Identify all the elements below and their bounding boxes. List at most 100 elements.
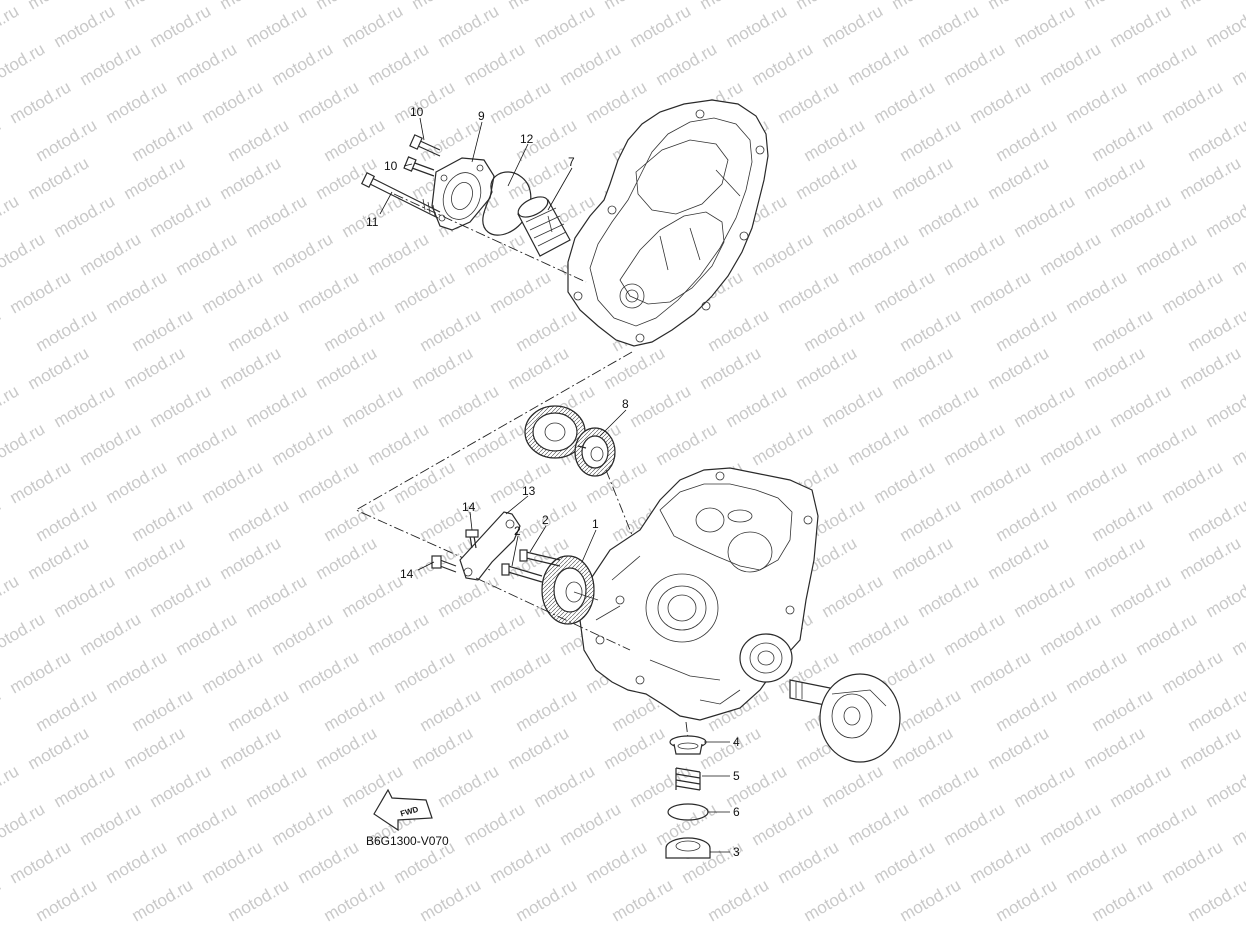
- callout-5: 5: [733, 769, 740, 783]
- watermark-text: motod.ru: [129, 875, 197, 925]
- watermark-text: motod.ru: [601, 343, 669, 393]
- watermark-text: motod.ru: [985, 343, 1053, 393]
- watermark-text: motod.ru: [243, 571, 311, 621]
- watermark-text: motod.ru: [705, 305, 773, 355]
- watermark-text: motod.ru: [993, 685, 1061, 735]
- watermark-text: motod.ru: [819, 381, 887, 431]
- watermark-text: motod.ru: [77, 609, 145, 659]
- watermark-text: motod.ru: [0, 875, 4, 925]
- watermark-text: motod.ru: [1185, 875, 1246, 925]
- watermark-text: motod.ru: [121, 0, 189, 13]
- watermark-text: motod.ru: [1133, 609, 1201, 659]
- watermark-text: motod.ru: [129, 305, 197, 355]
- watermark-text: motod.ru: [513, 685, 581, 735]
- watermark-text: motod.ru: [7, 267, 75, 317]
- watermark-text: motod.ru: [697, 723, 765, 773]
- assembly-line-drain: [685, 721, 689, 739]
- watermark-text: motod.ru: [749, 419, 817, 469]
- watermark-text: motod.ru: [435, 761, 503, 811]
- watermark-text: motod.ru: [627, 381, 695, 431]
- watermark-text: motod.ru: [749, 799, 817, 849]
- watermark-text: motod.ru: [985, 0, 1053, 13]
- watermark-text: motod.ru: [51, 571, 119, 621]
- callout-3: 3: [733, 845, 740, 859]
- watermark-text: motod.ru: [1081, 723, 1149, 773]
- watermark-text: motod.ru: [845, 609, 913, 659]
- watermark-text: motod.ru: [7, 77, 75, 127]
- watermark-text: motod.ru: [0, 685, 4, 735]
- watermark-text: motod.ru: [339, 381, 407, 431]
- watermark-text: motod.ru: [505, 343, 573, 393]
- watermark-text: motod.ru: [775, 77, 843, 127]
- watermark-text: motod.ru: [295, 647, 363, 697]
- watermark-text: motod.ru: [391, 457, 459, 507]
- watermark-text: motod.ru: [487, 457, 555, 507]
- watermark-text: motod.ru: [25, 533, 93, 583]
- watermark-text: motod.ru: [0, 115, 4, 165]
- watermark-text: motod.ru: [1229, 229, 1246, 279]
- watermark-text: motod.ru: [417, 685, 485, 735]
- watermark-text: motod.ru: [1081, 153, 1149, 203]
- watermark-text: motod.ru: [723, 1, 791, 51]
- watermark-text: motod.ru: [1229, 419, 1246, 469]
- watermark-text: motod.ru: [1203, 761, 1246, 811]
- watermark-text: motod.ru: [871, 837, 939, 887]
- watermark-text: motod.ru: [1011, 381, 1079, 431]
- watermark-text: motod.ru: [1089, 495, 1157, 545]
- watermark-text: motod.ru: [941, 229, 1009, 279]
- watermark-text: motod.ru: [103, 77, 171, 127]
- watermark-text: motod.ru: [129, 495, 197, 545]
- watermark-text: motod.ru: [121, 533, 189, 583]
- watermark-text: motod.ru: [217, 153, 285, 203]
- watermark-text: motod.ru: [199, 837, 267, 887]
- watermark-text: motod.ru: [697, 0, 765, 13]
- watermark-text: motod.ru: [409, 343, 477, 393]
- watermark-text: motod.ru: [0, 609, 48, 659]
- watermark-text: motod.ru: [531, 761, 599, 811]
- watermark-text: motod.ru: [1107, 571, 1175, 621]
- watermark-text: motod.ru: [365, 419, 433, 469]
- watermark-text: motod.ru: [487, 77, 555, 127]
- watermark-text: motod.ru: [225, 115, 293, 165]
- watermark-text: motod.ru: [339, 1, 407, 51]
- oil-filter-cover: [431, 157, 495, 231]
- watermark-text: motod.ru: [1203, 571, 1246, 621]
- watermark-text: motod.ru: [1089, 875, 1157, 925]
- watermark-text: motod.ru: [871, 457, 939, 507]
- watermark-text: motod.ru: [77, 229, 145, 279]
- watermark-text: motod.ru: [1037, 609, 1105, 659]
- watermark-text: motod.ru: [985, 533, 1053, 583]
- watermark-text: motod.ru: [129, 115, 197, 165]
- watermark-text: motod.ru: [365, 229, 433, 279]
- watermark-text: motod.ru: [147, 1, 215, 51]
- watermark-text: motod.ru: [1081, 533, 1149, 583]
- watermark-text: motod.ru: [1037, 419, 1105, 469]
- watermark-text: motod.ru: [897, 305, 965, 355]
- watermark-text: motod.ru: [121, 153, 189, 203]
- watermark-text: motod.ru: [173, 799, 241, 849]
- watermark-text: motod.ru: [295, 267, 363, 317]
- watermark-text: motod.ru: [793, 0, 861, 13]
- watermark-text: motod.ru: [1177, 0, 1245, 13]
- watermark-text: motod.ru: [1037, 39, 1105, 89]
- watermark-text: motod.ru: [409, 0, 477, 13]
- watermark-text: motod.ru: [147, 571, 215, 621]
- watermark-text: motod.ru: [985, 153, 1053, 203]
- watermark-text: motod.ru: [1133, 229, 1201, 279]
- watermark-text: motod.ru: [1159, 837, 1227, 887]
- watermark-text: motod.ru: [487, 647, 555, 697]
- watermark-text: motod.ru: [985, 723, 1053, 773]
- watermark-text: motod.ru: [1133, 799, 1201, 849]
- watermark-text: motod.ru: [601, 723, 669, 773]
- watermark-text: motod.ru: [819, 1, 887, 51]
- watermark-text: motod.ru: [601, 0, 669, 13]
- watermark-text: motod.ru: [993, 875, 1061, 925]
- watermark-text: motod.ru: [1229, 39, 1246, 89]
- watermark-text: motod.ru: [243, 1, 311, 51]
- callout-2: 2: [514, 524, 521, 538]
- watermark-text: motod.ru: [7, 837, 75, 887]
- watermark-text: motod.ru: [627, 1, 695, 51]
- watermark-text: motod.ru: [217, 723, 285, 773]
- watermark-text: motod.ru: [269, 419, 337, 469]
